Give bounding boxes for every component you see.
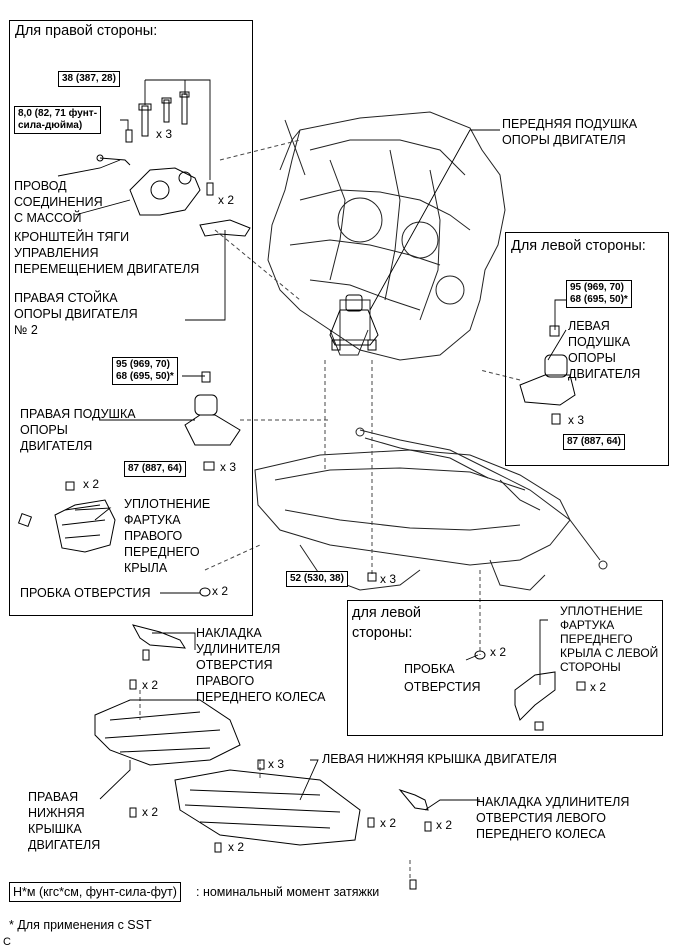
front-subframe <box>254 427 608 591</box>
right-under-cover-label: ПРАВАЯ НИЖНЯЯ КРЫШКА ДВИГАТЕЛЯ <box>28 790 101 852</box>
stay-label: ПРАВАЯ СТОЙКА ОПОРЫ ДВИГАТЕЛЯ № 2 <box>14 291 138 337</box>
sst-note: * Для применения с SST <box>9 918 152 932</box>
left-lower-title: для левой стороны: <box>352 605 422 641</box>
qty-x3-mount: x 3 <box>220 460 237 474</box>
torque-8: 8,0 (82, 71 фунт- сила-дюйма) <box>14 106 102 134</box>
qty-x2-ruc: x 2 <box>142 805 159 819</box>
qty-x2-seal: x 2 <box>83 477 100 491</box>
front-mount-label: ПЕРЕДНЯЯ ПОДУШКА ОПОРЫ ДВИГАТЕЛЯ <box>502 117 638 147</box>
right-mount-label: ПРАВАЯ ПОДУШКА ОПОРЫ ДВИГАТЕЛЯ <box>20 407 136 453</box>
bracket-label: КРОНШТЕЙН ТЯГИ УПРАВЛЕНИЯ ПЕРЕМЕЩЕНИЕМ Д… <box>14 230 200 276</box>
torque-87-left: 87 (887, 64) <box>563 434 625 450</box>
left-seal-label: УПЛОТНЕНИЕ ФАРТУКА ПЕРЕДНЕГО КРЫЛА С ЛЕВ… <box>560 604 659 674</box>
unit-legend-text: : номинальный момент затяжки <box>196 885 380 899</box>
qty-x2-plug: x 2 <box>212 584 229 598</box>
left-side-frame <box>505 232 669 466</box>
qty-x3-mid: x 3 <box>268 757 285 771</box>
qty-x3-left: x 3 <box>568 413 585 427</box>
right-plug-label: ПРОБКА ОТВЕРСТИЯ <box>20 586 151 600</box>
left-under-cover-label: ЛЕВАЯ НИЖНЯЯ КРЫШКА ДВИГАТЕЛЯ <box>322 752 557 766</box>
right-side-title: Для правой стороны: <box>15 23 158 39</box>
under-covers <box>94 624 432 890</box>
unit-legend-box: Н*м (кгс*см, фунт-сила-фут) <box>9 882 181 902</box>
qty-x2-rw: x 2 <box>142 678 159 692</box>
left-mount-part <box>519 325 576 425</box>
qty-x2-lw: x 2 <box>436 818 453 832</box>
left-side-title: Для левой стороны: <box>511 238 646 254</box>
left-mount-label: ЛЕВАЯ ПОДУШКА ОПОРЫ ДВИГАТЕЛЯ <box>568 319 641 381</box>
qty-x2-top: x 2 <box>218 193 235 207</box>
torque-95-right: 95 (969, 70) 68 (695, 50)* <box>112 357 178 385</box>
left-wheel-cover-label: НАКЛАДКА УДЛИНИТЕЛЯ ОТВЕРСТИЯ ЛЕВОГО ПЕР… <box>476 795 630 841</box>
qty-x2-luc1: x 2 <box>380 816 397 830</box>
qty-x3-center: x 3 <box>380 572 397 586</box>
left-plug-label: ПРОБКА ОТВЕРСТИЯ <box>404 662 481 694</box>
right-side-frame <box>9 20 253 616</box>
torque-87-right: 87 (887, 64) <box>124 461 186 477</box>
right-wheel-cover-label: НАКЛАДКА УДЛИНИТЕЛЯ ОТВЕРСТИЯ ПРАВОГО ПЕ… <box>196 626 326 704</box>
qty-x3-top: x 3 <box>156 127 173 141</box>
qty-x2-left-seal: x 2 <box>590 680 607 694</box>
engine-assembly <box>267 111 506 361</box>
qty-x2-left-plug: x 2 <box>490 645 507 659</box>
front-mount-part <box>329 294 379 351</box>
torque-95-left: 95 (969, 70) 68 (695, 50)* <box>566 280 632 308</box>
corner-code: C <box>3 936 11 948</box>
right-seal-label: УПЛОТНЕНИЕ ФАРТУКА ПРАВОГО ПЕРЕДНЕГО КРЫ… <box>124 497 211 575</box>
left-side-lower-frame <box>347 600 663 736</box>
right-side-parts <box>17 91 251 597</box>
torque-52: 52 (530, 38) <box>286 571 348 587</box>
left-lower-parts <box>474 650 586 731</box>
ground-wire-label: ПРОВОД СОЕДИНЕНИЯ С МАССОЙ <box>14 179 103 225</box>
qty-x2-luc2: x 2 <box>228 840 245 854</box>
torque-38: 38 (387, 28) <box>58 71 120 87</box>
